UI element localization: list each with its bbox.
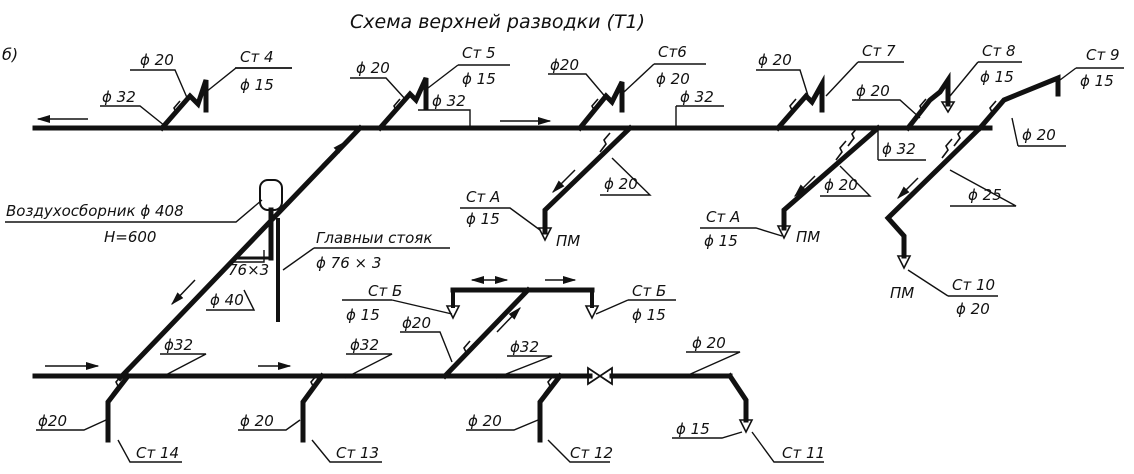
labels: ϕ 32 ϕ 20 Ст 4 ϕ 15 ϕ 20 Ст 5 ϕ 15 ϕ 32 … (6, 42, 1120, 462)
branch-sta-2 (776, 124, 882, 240)
label-st14: Ст 14 (136, 444, 179, 462)
label-d32-f: ϕ32 (350, 336, 379, 354)
label-d15-st4: ϕ 15 (240, 76, 274, 94)
label-d32-e: ϕ32 (164, 336, 193, 354)
label-d20-st6a: ϕ20 (550, 56, 579, 74)
label-h600: Н=600 (104, 228, 156, 246)
branch-st10 (884, 124, 984, 270)
label-st9: Ст 9 (1086, 46, 1120, 64)
label-st5: Ст 5 (462, 44, 496, 62)
label-d20-st9b: ϕ 20 (1022, 126, 1056, 144)
label-d20-sta-1: ϕ 20 (604, 175, 638, 193)
riser-st5 (376, 76, 429, 132)
label-d20-st12: ϕ 20 (468, 412, 502, 430)
label-d15-stb-2: ϕ 15 (632, 306, 666, 324)
branch-sta-1 (537, 124, 634, 242)
riser-st4 (158, 79, 209, 132)
label-d15-sta-1: ϕ 15 (466, 210, 500, 228)
label-d20-st4: ϕ 20 (140, 51, 174, 69)
label-d32-c: ϕ 32 (680, 88, 714, 106)
label-d32-b: ϕ 32 (432, 92, 466, 110)
label-st4: Ст 4 (240, 48, 274, 66)
label-main-riser-diameter: ϕ 76 × 3 (316, 254, 381, 272)
label-d20-st10: ϕ 20 (956, 300, 990, 318)
label-d20-st7: ϕ 20 (758, 51, 792, 69)
label-sta-2: Ст А (706, 208, 740, 226)
upper-main-pipe (32, 114, 993, 131)
label-st8: Ст 8 (982, 42, 1016, 60)
label-d20-st6b: ϕ 20 (656, 70, 690, 88)
label-d20-st8: ϕ 20 (856, 82, 890, 100)
label-d32-d: ϕ 32 (882, 140, 916, 158)
label-d15-sta-2: ϕ 15 (704, 232, 738, 250)
label-d32-a: ϕ 32 (102, 88, 136, 106)
label-d20-stb: ϕ20 (402, 314, 431, 332)
label-pm-1: ПМ (556, 232, 580, 250)
main-diagonal-riser (116, 124, 364, 382)
label-sta-1: Ст А (466, 188, 500, 206)
label-d20-st5: ϕ 20 (356, 59, 390, 77)
label-d25: ϕ 25 (968, 186, 1002, 204)
label-pm-3: ПМ (890, 284, 914, 302)
label-d15-stb-1: ϕ 15 (346, 306, 380, 324)
label-d15-st11: ϕ 15 (676, 420, 710, 438)
label-air-collector: Воздухосборник ϕ 408 (6, 202, 184, 220)
label-d15-st9: ϕ 15 (1080, 72, 1114, 90)
label-stb-1: Ст Б (368, 282, 402, 300)
label-st12: Ст 12 (570, 444, 613, 462)
riser-st9 (976, 74, 1061, 132)
air-collector (236, 179, 283, 322)
lower-main-pipe (32, 361, 754, 434)
label-st7: Ст 7 (862, 42, 896, 60)
label-76x3: 76×3 (228, 261, 269, 279)
riser-st7 (774, 74, 825, 132)
label-d20-st13: ϕ 20 (240, 412, 274, 430)
riser-st12 (537, 372, 564, 443)
diagram-title: Схема верхней разводки (Т1) (350, 11, 645, 33)
label-d20-st11: ϕ 20 (692, 334, 726, 352)
label-pm-2: ПМ (796, 228, 820, 246)
label-st13: Ст 13 (336, 444, 379, 462)
branch-stb (441, 275, 600, 380)
panel-letter: б) (2, 45, 18, 64)
label-st10: Ст 10 (952, 276, 995, 294)
label-d15-st5: ϕ 15 (462, 70, 496, 88)
riser-st6 (576, 80, 625, 132)
label-stb-2: Ст Б (632, 282, 666, 300)
label-st6: Ст6 (658, 43, 687, 61)
leader-lines (5, 61, 1124, 463)
label-d32-g: ϕ32 (510, 338, 539, 356)
label-main-riser: Главныи стояк (316, 229, 432, 247)
riser-st14 (105, 372, 132, 443)
label-d40: ϕ 40 (210, 291, 244, 309)
label-st11: Ст 11 (782, 444, 825, 462)
label-d15-st8: ϕ 15 (980, 68, 1014, 86)
riser-st13 (300, 372, 326, 443)
label-d20-st14: ϕ20 (38, 412, 67, 430)
riser-st8 (904, 71, 956, 132)
label-d20-sta-2: ϕ 20 (824, 176, 858, 194)
